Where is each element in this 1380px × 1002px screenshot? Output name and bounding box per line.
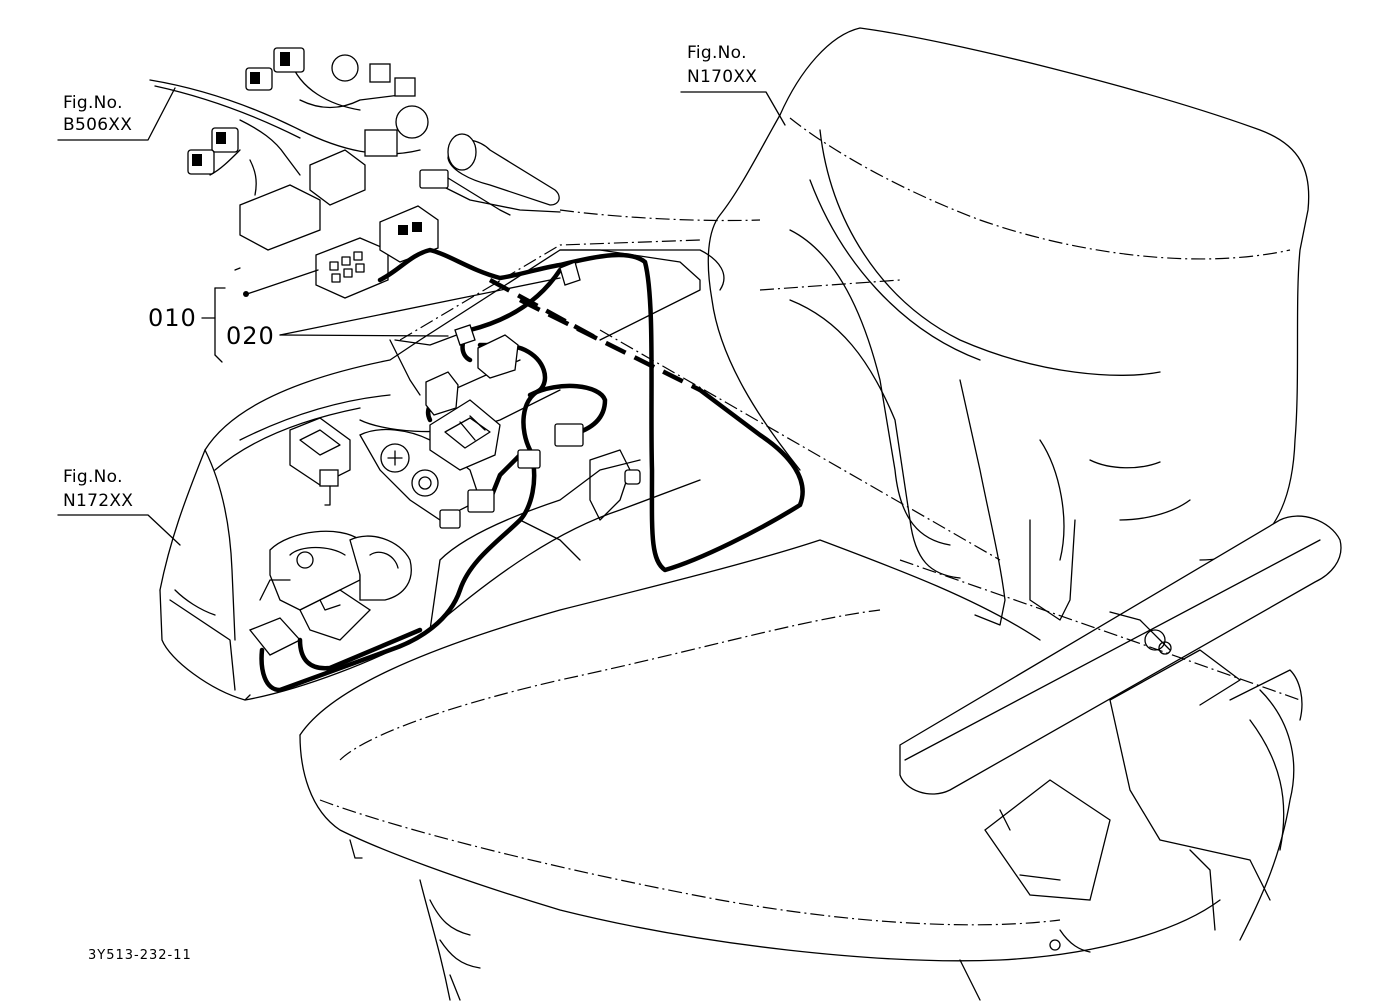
- callout-fig-b506-line2: B506XX: [63, 115, 133, 135]
- part-label-020: 020: [226, 322, 275, 350]
- harness-connectors: [425, 261, 584, 529]
- callout-fig-n172-line2: N172XX: [63, 491, 134, 511]
- callout-fig-n172-line1: Fig.No.: [63, 467, 123, 487]
- callout-fig-b506-line1: Fig.No.: [63, 93, 123, 113]
- drawing-code: 3Y513-232-11: [88, 948, 192, 963]
- seat-illustration: [299, 27, 1342, 1001]
- part-label-010: 010: [148, 304, 197, 332]
- callout-fig-n170-line1: Fig.No.: [687, 43, 747, 63]
- connector-bundle-illustration: [149, 47, 761, 299]
- leader-lines: [57, 87, 786, 546]
- callout-fig-n170-line2: N170XX: [687, 67, 758, 87]
- connector-pins-1: [329, 251, 365, 283]
- side-console-illustration: [159, 239, 1001, 701]
